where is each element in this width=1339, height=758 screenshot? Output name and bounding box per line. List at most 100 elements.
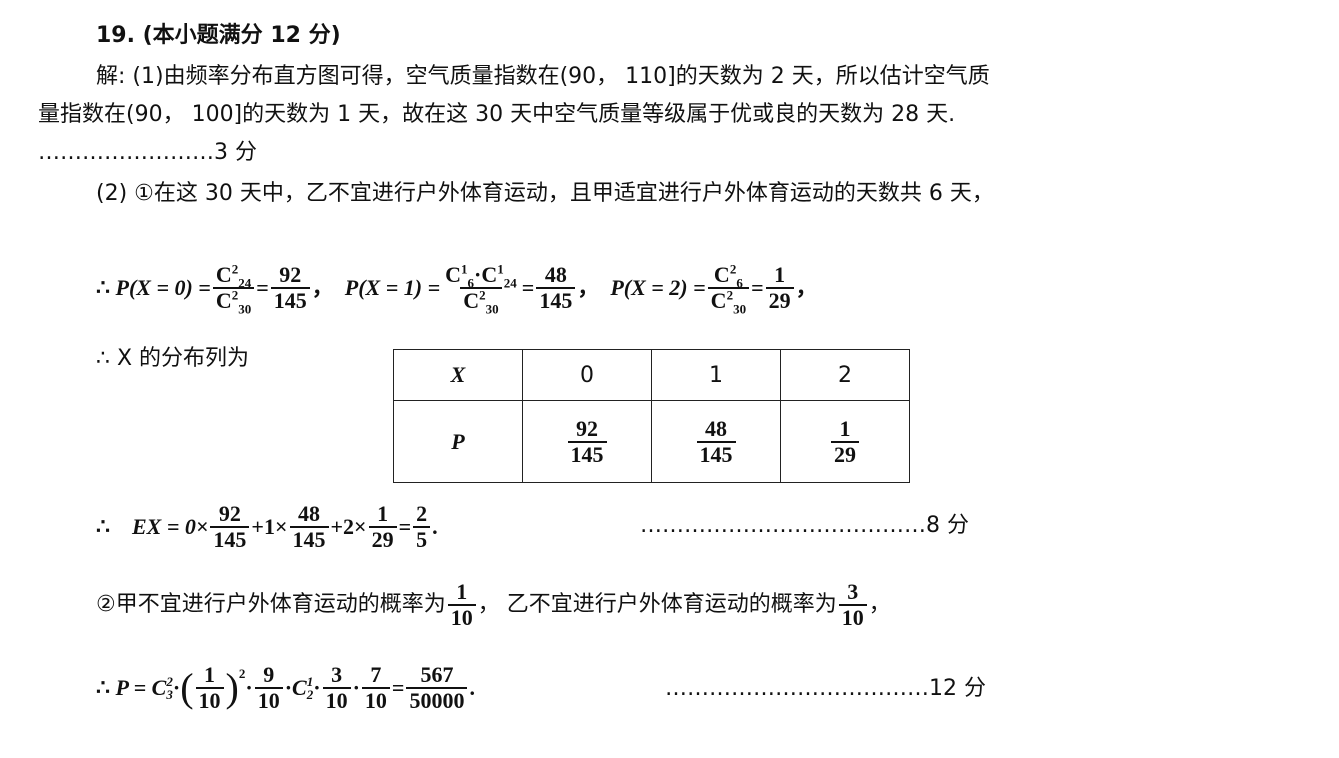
numerator: 48 xyxy=(705,415,727,441)
denominator: 145 xyxy=(270,287,310,313)
c-symbol: C xyxy=(713,262,730,287)
p2-comb-fraction: C26 C230 xyxy=(707,261,750,317)
ex-lhs: EX = 0× xyxy=(132,514,209,539)
separator: ， xyxy=(577,275,600,300)
numerator: 1 xyxy=(774,262,786,287)
numerator: 1 xyxy=(377,501,389,526)
dot: · xyxy=(284,675,293,700)
right-paren: ) xyxy=(225,665,239,710)
k: 2 xyxy=(231,287,239,303)
n: 24 xyxy=(503,275,517,291)
left-paren: ( xyxy=(180,665,194,710)
p1-comb-fraction: C16·C124 C230 xyxy=(442,262,520,317)
numerator: 92 xyxy=(218,501,241,526)
numerator: 3 xyxy=(331,662,343,687)
dot: · xyxy=(172,675,181,700)
part2b-text-a: ②甲不宜进行户外体育运动的概率为 xyxy=(96,592,446,617)
numerator: 1 xyxy=(204,662,216,687)
k: 2 xyxy=(231,261,239,277)
c-symbol: C xyxy=(710,288,727,313)
denominator: 10 xyxy=(322,687,351,713)
denominator: 29 xyxy=(765,287,794,313)
denominator: 145 xyxy=(210,526,250,552)
denominator: 145 xyxy=(536,287,576,313)
therefore-symbol: ∴ xyxy=(96,514,110,539)
numerator: 48 xyxy=(298,501,320,526)
denominator: 10 xyxy=(361,687,390,713)
equals: = xyxy=(398,514,412,539)
p2-value: 1 29 xyxy=(765,262,794,313)
table-row: X 0 1 2 xyxy=(393,349,910,401)
separator: ， xyxy=(311,275,334,300)
n: 30 xyxy=(485,301,499,317)
part2-intro: (2) ①在这 30 天中，乙不宜进行户外体育运动，且甲适宜进行户外体育运动的天… xyxy=(96,181,994,206)
table-header-cell: 1 xyxy=(651,349,781,401)
score-8: …………………………………8 分 xyxy=(640,513,969,538)
plus-term: +1× xyxy=(251,514,288,539)
equals: = xyxy=(256,275,269,300)
final-lhs: P = C xyxy=(115,675,167,700)
numerator: 2 xyxy=(416,501,428,526)
numerator: 92 xyxy=(576,415,598,441)
numerator: 3 xyxy=(847,579,859,604)
denominator: 29 xyxy=(831,440,859,467)
problem-heading: 19. (本小题满分 12 分) xyxy=(96,23,341,48)
equals: = xyxy=(521,275,535,300)
sub: 3 xyxy=(166,687,173,702)
numerator: 48 xyxy=(544,262,567,287)
exponent: 2 xyxy=(238,666,246,681)
denominator: 145 xyxy=(696,440,736,467)
dot: · xyxy=(352,675,360,700)
n: 6 xyxy=(467,275,475,291)
n: 30 xyxy=(238,301,252,317)
distribution-label: ∴ X 的分布列为 xyxy=(96,346,250,371)
c-symbol: C xyxy=(215,288,232,313)
denominator: 50000 xyxy=(406,687,468,713)
k: 2 xyxy=(729,261,737,277)
separator: ， xyxy=(795,275,818,300)
period: . xyxy=(469,675,475,700)
table-cell-p-label: P xyxy=(393,400,523,483)
table-header-cell: 2 xyxy=(780,349,910,401)
c-symbol: C xyxy=(481,262,498,287)
denominator: 10 xyxy=(195,687,224,713)
solution-line-1: 解: (1)由频率分布直方图可得，空气质量指数在(90， 110]的天数为 2 … xyxy=(96,64,990,89)
denominator: 5 xyxy=(413,526,431,552)
score-3: ……………………3 分 xyxy=(38,140,257,165)
probability-formulas: ∴ P(X = 0) = C224 C230 = 92 145 ， P(X = … xyxy=(96,258,818,318)
denominator: 10 xyxy=(254,687,283,713)
p1-value: 48 145 xyxy=(536,262,576,313)
denominator: 29 xyxy=(368,526,397,552)
part2b-text-b: ， 乙不宜进行户外体育运动的概率为 xyxy=(477,592,837,617)
denominator: 145 xyxy=(289,526,329,552)
equals: = xyxy=(391,675,405,700)
numerator: 1 xyxy=(456,579,468,604)
n: 30 xyxy=(733,301,747,317)
numerator: 9 xyxy=(263,662,275,687)
table-header-cell: X xyxy=(393,349,523,401)
table-header-cell: 0 xyxy=(522,349,652,401)
p2-lhs: P(X = 2) = xyxy=(610,275,706,300)
comma: ， xyxy=(868,592,891,617)
denominator: 10 xyxy=(447,604,476,630)
plus-term: +2× xyxy=(330,514,367,539)
equals: = xyxy=(751,275,764,300)
numerator: 1 xyxy=(839,415,851,441)
sup: 1 xyxy=(306,674,314,689)
therefore-symbol: ∴ xyxy=(96,275,110,300)
p1-lhs: P(X = 1) = xyxy=(344,275,441,300)
